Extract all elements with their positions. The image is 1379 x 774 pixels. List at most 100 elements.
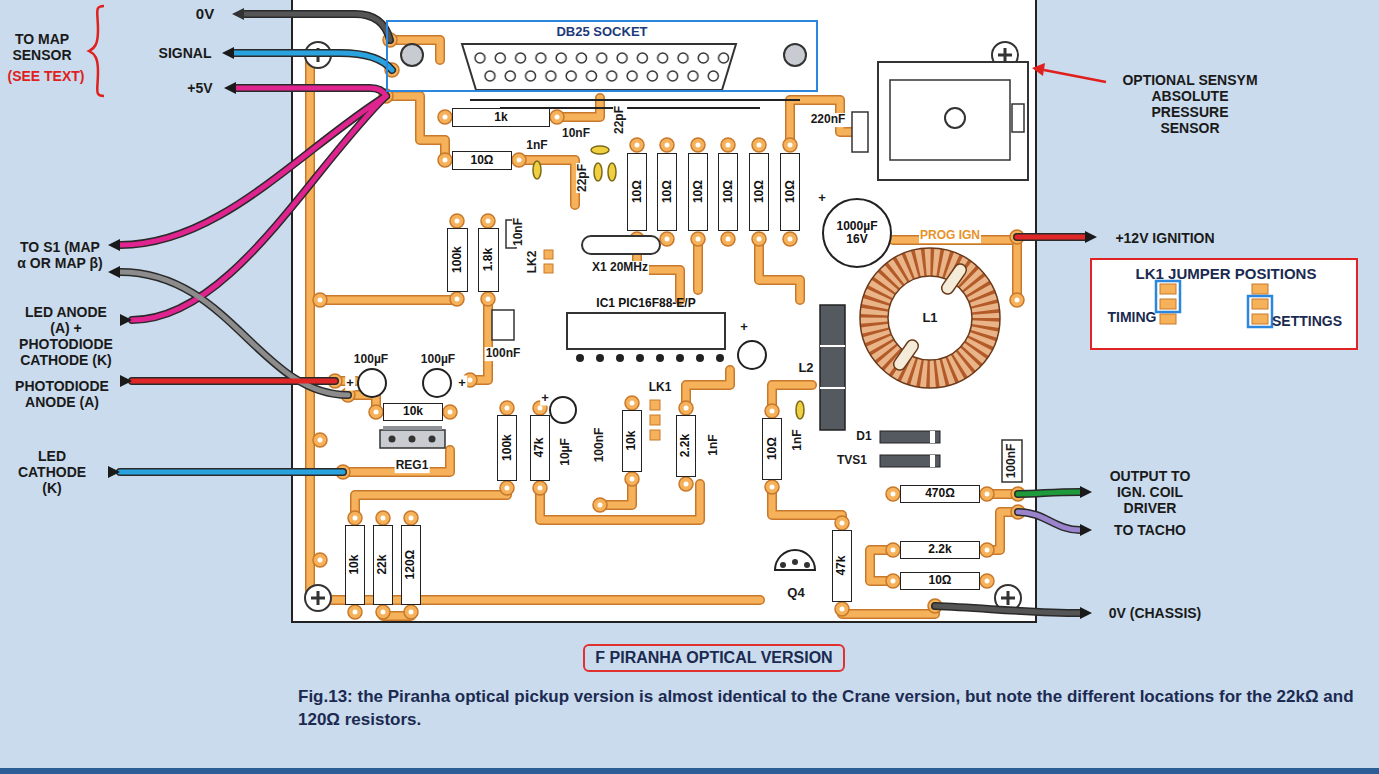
board-label: 100µF (420, 353, 456, 367)
component-value: 10Ω (929, 574, 952, 587)
board-label: LK1 (648, 381, 673, 395)
board-label: L2 (797, 361, 814, 376)
board-label: 1nF (525, 139, 548, 153)
wire-label: +5V (187, 80, 212, 96)
component-value: 1.8k (482, 248, 495, 271)
component-value: 10k (403, 405, 423, 418)
component-value: 10Ω (630, 181, 643, 204)
board-label: 22pF (576, 163, 590, 193)
component-value: 10Ω (660, 181, 673, 204)
resistor-symbol: 10Ω (452, 151, 512, 170)
board-label: 1nF (791, 428, 805, 451)
resistor-symbol: 1.8k (478, 228, 499, 292)
resistor-symbol: 10Ω (718, 153, 738, 231)
legend-heading: LK1 JUMPER POSITIONS (1136, 266, 1317, 283)
board-label: Q4 (786, 586, 805, 601)
resistor-symbol: 100k (447, 228, 468, 292)
resistor-symbol: 10Ω (749, 153, 769, 231)
jumper-label: SETTINGS (1272, 314, 1342, 329)
component-value: 47k (835, 556, 848, 576)
component-value: 470Ω (925, 487, 955, 500)
component-value: 2.2k (679, 434, 692, 457)
jumper-legend-box: LK1 JUMPER POSITIONS TIMING SETTINGS (1090, 258, 1358, 350)
wire-label: SIGNAL (159, 45, 212, 61)
component-label: F PIRANHA OPTICAL VERSION (595, 649, 832, 667)
wire-label: 0V (CHASSIS) (1109, 605, 1202, 621)
component-label: IC1 PIC16F88-E/P (596, 297, 695, 310)
wire-label: TO S1 (MAP α OR MAP β) (16, 239, 104, 271)
component-value: 10Ω (471, 154, 494, 167)
component-value: 10Ω (783, 181, 796, 204)
resistor-symbol: 47k (832, 530, 852, 602)
component-value: 100k (500, 435, 513, 462)
ic-package: IC1 PIC16F88-E/P (566, 312, 726, 350)
resistor-symbol: 470Ω (900, 485, 980, 503)
board-label: + (739, 320, 749, 335)
wire-label: OPTIONAL SENSYM ABSOLUTE PRESSURE SENSOR (1121, 72, 1259, 136)
component-label: DB25 SOCKET (556, 25, 647, 39)
resistor-symbol: 120Ω (401, 525, 421, 605)
resistor-symbol: 2.2k (900, 541, 980, 559)
component-value: 10k (348, 555, 361, 575)
board-label: TVS1 (836, 454, 868, 468)
component-value: 1k (494, 111, 507, 124)
wire-label: TO TACHO (1114, 522, 1186, 538)
wire-label: (SEE TEXT) (7, 68, 84, 84)
figure-caption: Fig.13: the Piranha optical pickup versi… (298, 686, 1358, 732)
board-label: 100µF (353, 353, 389, 367)
resistor-symbol: 10k (345, 525, 365, 605)
resistor-symbol: 10Ω (688, 153, 708, 231)
resistor-symbol: 10Ω (762, 418, 782, 480)
board-label: REG1 (395, 459, 430, 473)
component-value: 2.2k (928, 543, 951, 556)
board-label: L1 (921, 311, 938, 326)
component-value: 10Ω (752, 181, 765, 204)
board-label: + (345, 376, 355, 391)
wire-label: TO MAP SENSOR (7, 31, 77, 63)
board-label: 10µF (559, 437, 573, 467)
connector-outline: DB25 SOCKET (386, 20, 818, 92)
board-label: 100nF (1005, 443, 1019, 480)
board-label: 22pF (613, 105, 627, 135)
board-label: + (457, 376, 467, 391)
component-value: 22k (376, 555, 389, 575)
resistor-symbol: 10Ω (657, 153, 677, 231)
resistor-symbol: 10k (622, 410, 642, 472)
wire-label: LED CATHODE (K) (12, 448, 92, 496)
board-label: 1nF (707, 433, 721, 456)
jumper-label: TIMING (1108, 310, 1157, 325)
board-label: + (817, 191, 827, 206)
board-label: PROG IGN (919, 229, 981, 243)
wire-label: OUTPUT TO IGN. COIL DRIVER (1094, 468, 1206, 516)
board-label: + (540, 391, 550, 406)
component-value: 10k (625, 431, 638, 451)
board-label: 10nF (561, 127, 591, 141)
board-label: 220nF (810, 113, 847, 127)
board-label: D1 (855, 430, 872, 444)
board-label: LK2 (526, 250, 540, 275)
resistor-symbol: 10k (383, 403, 443, 421)
resistor-symbol: 2.2k (676, 415, 696, 477)
board-label: 100nF (593, 427, 607, 464)
component-value: 47k (533, 438, 546, 458)
component-value: 100k (451, 247, 464, 274)
board-label: X1 20MHz (591, 261, 649, 275)
capacitor-symbol: 1000µF 16V (821, 197, 893, 269)
wire-label: +12V IGNITION (1115, 230, 1214, 246)
component-value: 10Ω (691, 181, 704, 204)
board-label: 10nF (512, 217, 526, 247)
wire-label: PHOTODIODE ANODE (A) (12, 378, 112, 410)
component-value: 10Ω (721, 181, 734, 204)
resistor-symbol: 10Ω (900, 572, 980, 590)
resistor-symbol: 22k (373, 525, 393, 605)
resistor-symbol: 1k (452, 108, 550, 127)
board-label: 100nF (485, 347, 522, 361)
component-value: 10Ω (765, 438, 778, 461)
version-label-box: F PIRANHA OPTICAL VERSION (583, 644, 845, 672)
resistor-symbol: 47k (530, 415, 550, 481)
component-label: 1000µF 16V (828, 220, 886, 246)
resistor-symbol: 100k (497, 415, 517, 481)
wire-label: LED ANODE (A) + PHOTODIODE CATHODE (K) (14, 304, 118, 368)
wire-label: 0V (196, 5, 214, 22)
